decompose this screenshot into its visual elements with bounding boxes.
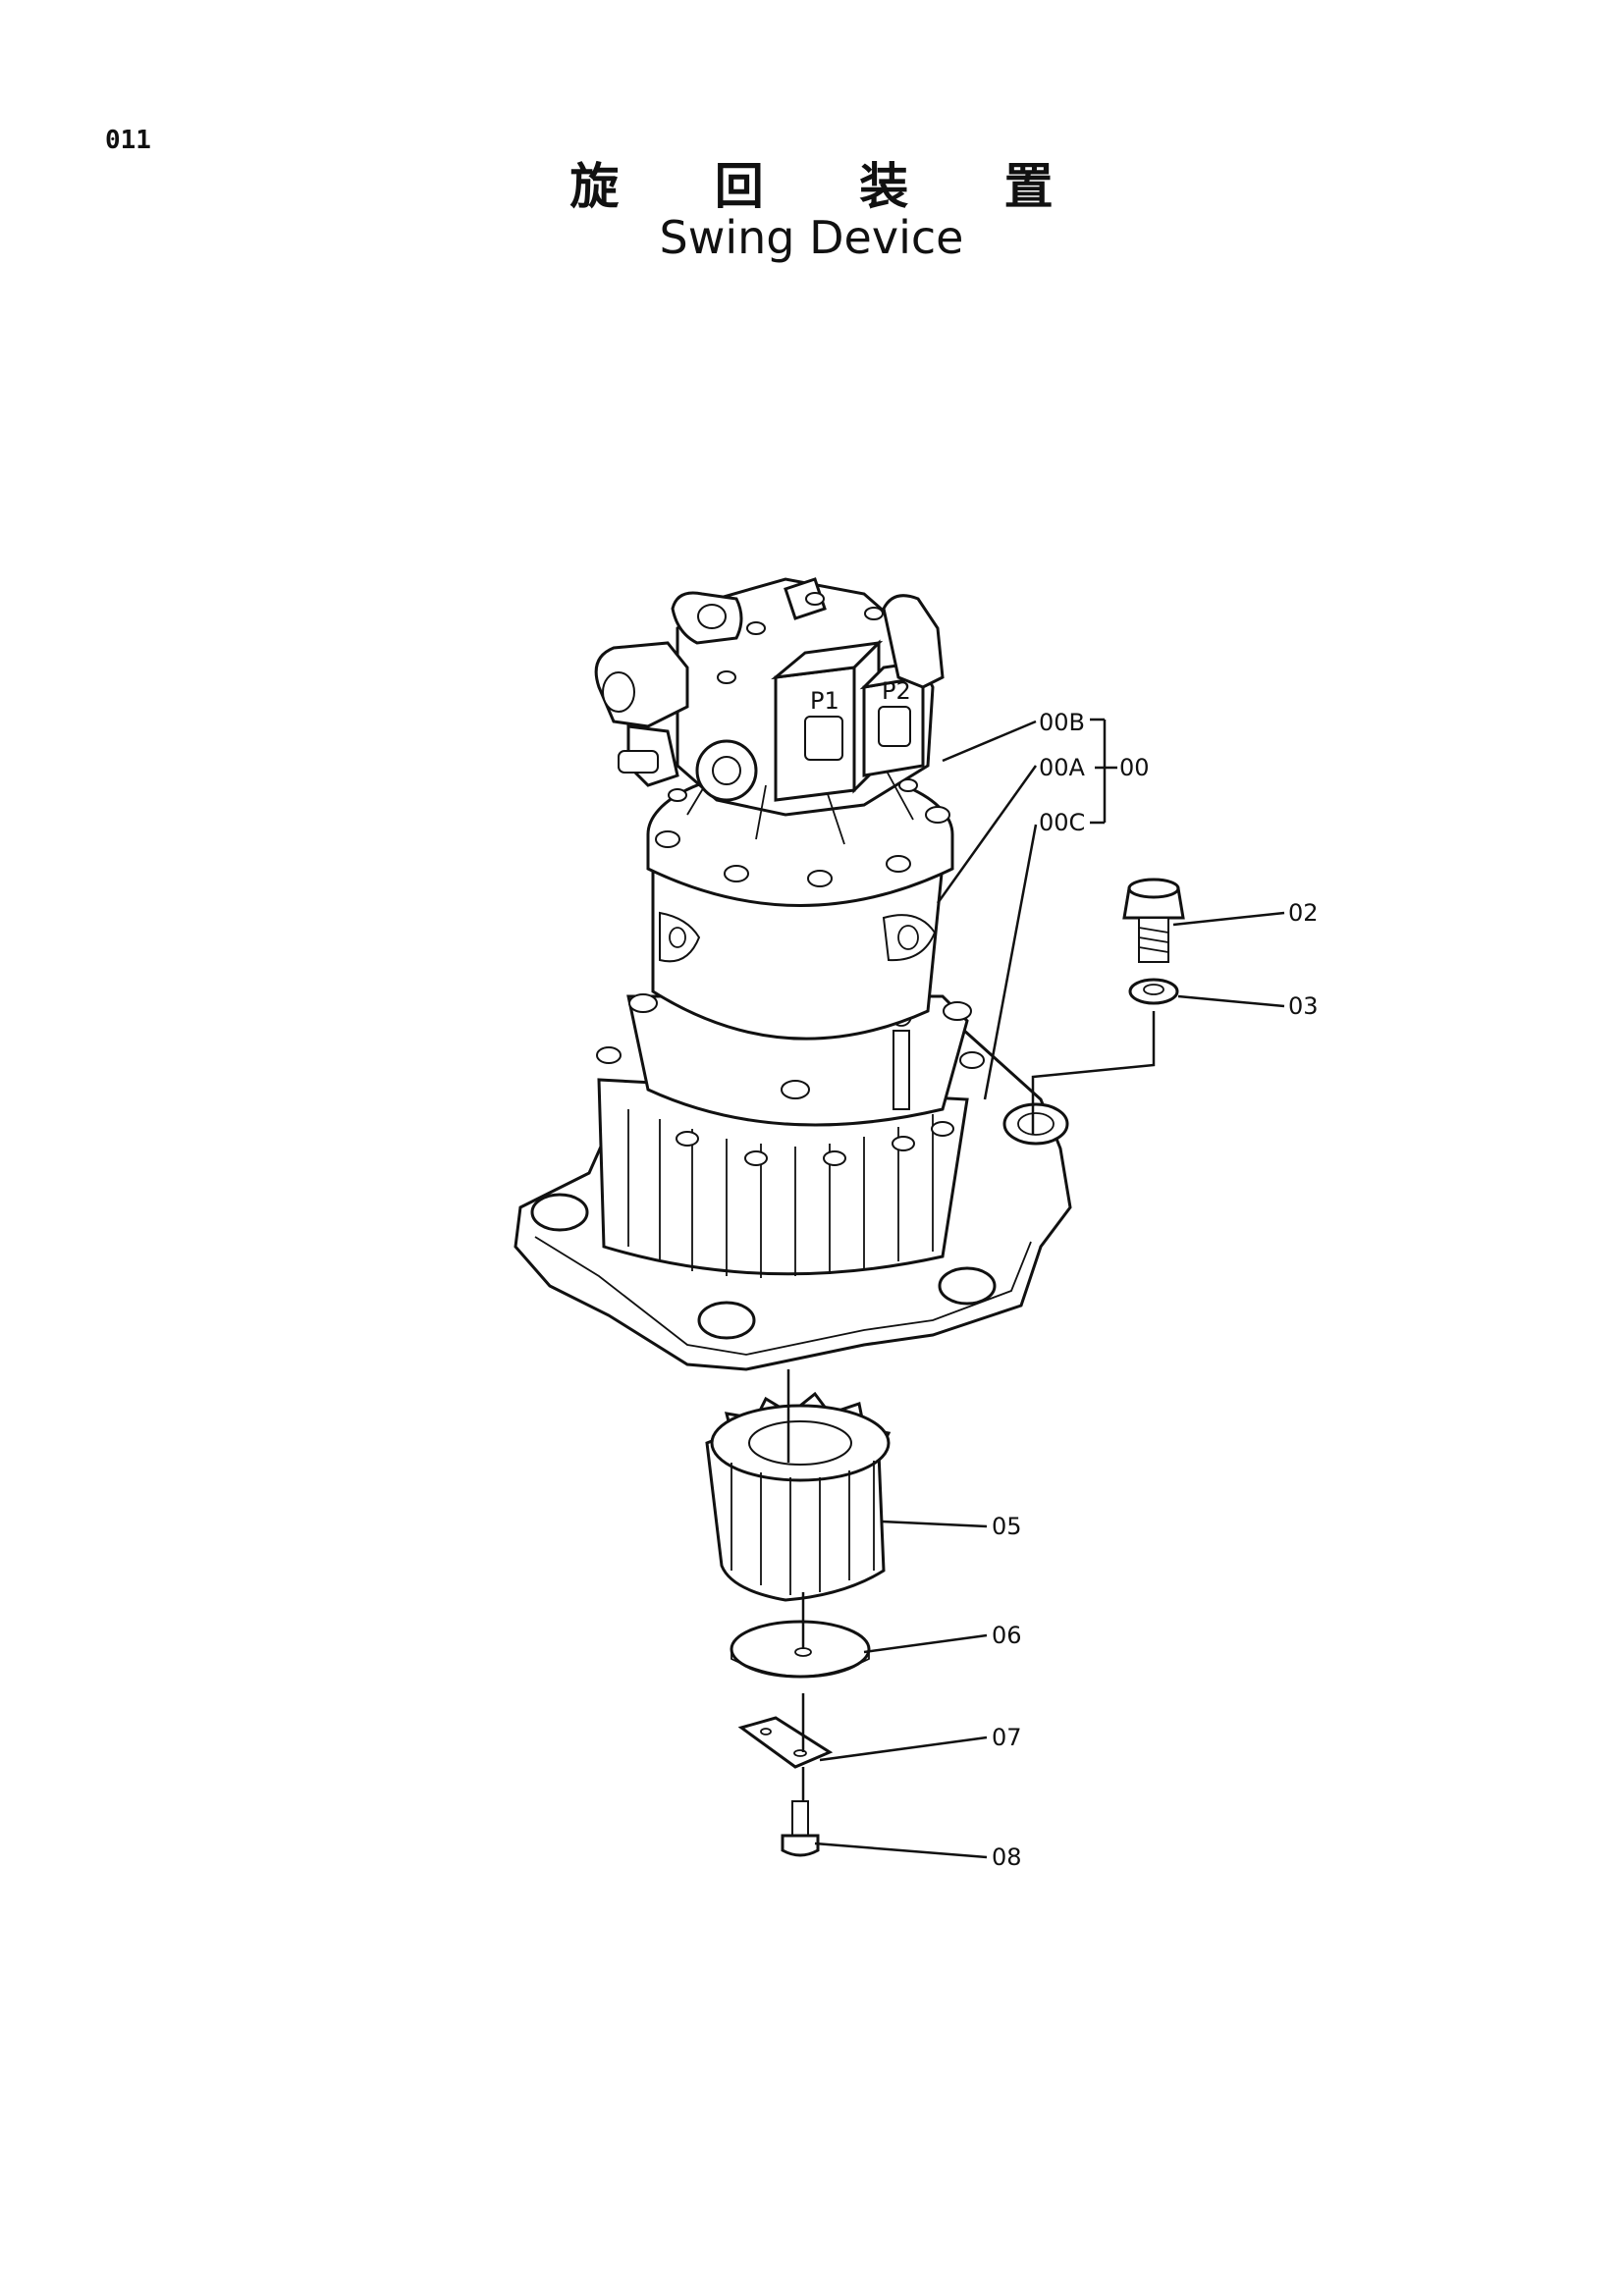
- page-title-japanese: 旋 回 装 置: [569, 158, 1093, 215]
- washer-icon: [1128, 978, 1179, 1005]
- pinion-gear-icon: [705, 1391, 892, 1602]
- plate-icon: [730, 1620, 871, 1679]
- page-title-english: Swing Device: [659, 211, 964, 264]
- bolt-icon: [1122, 878, 1185, 963]
- page-number: 011: [105, 126, 151, 155]
- callout-00A: 00A: [1039, 754, 1086, 781]
- screw-icon: [781, 1800, 820, 1857]
- port-label-p2: P2: [882, 677, 911, 705]
- callout-00B: 00B: [1039, 709, 1085, 736]
- callout-05: 05: [992, 1513, 1022, 1540]
- callout-00: 00: [1119, 754, 1150, 781]
- leader-lines: [786, 718, 1285, 1859]
- port-label-p1: P1: [810, 687, 839, 715]
- lock-plate-icon: [737, 1716, 834, 1769]
- callout-03: 03: [1288, 992, 1319, 1020]
- swing-motor-assembly-icon: [514, 577, 1072, 1371]
- callout-02: 02: [1288, 899, 1319, 927]
- callout-07: 07: [992, 1724, 1022, 1751]
- callout-08: 08: [992, 1843, 1022, 1871]
- callout-00C: 00C: [1039, 809, 1085, 836]
- callout-06: 06: [992, 1622, 1022, 1649]
